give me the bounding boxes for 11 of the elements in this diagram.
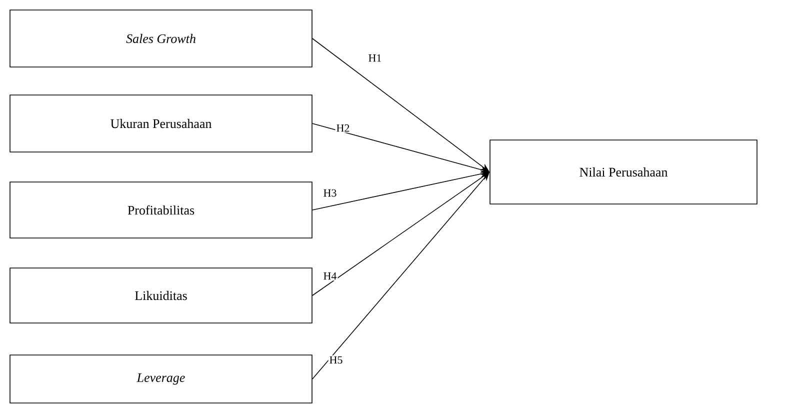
variable-box: Sales Growth (10, 10, 312, 68)
edge-label: H1 (367, 53, 383, 63)
variable-box: Leverage (10, 354, 312, 404)
variable-box: Ukuran Perusahaan (10, 94, 312, 152)
edge-label: H4 (322, 271, 338, 281)
variable-box: Likuiditas (10, 268, 312, 324)
variable-box: Nilai Perusahaan (490, 140, 758, 204)
edge-label: H3 (322, 188, 338, 198)
edge-label: H5 (328, 355, 344, 365)
variable-box: Profitabilitas (10, 182, 312, 238)
edge-label: H2 (335, 123, 351, 133)
